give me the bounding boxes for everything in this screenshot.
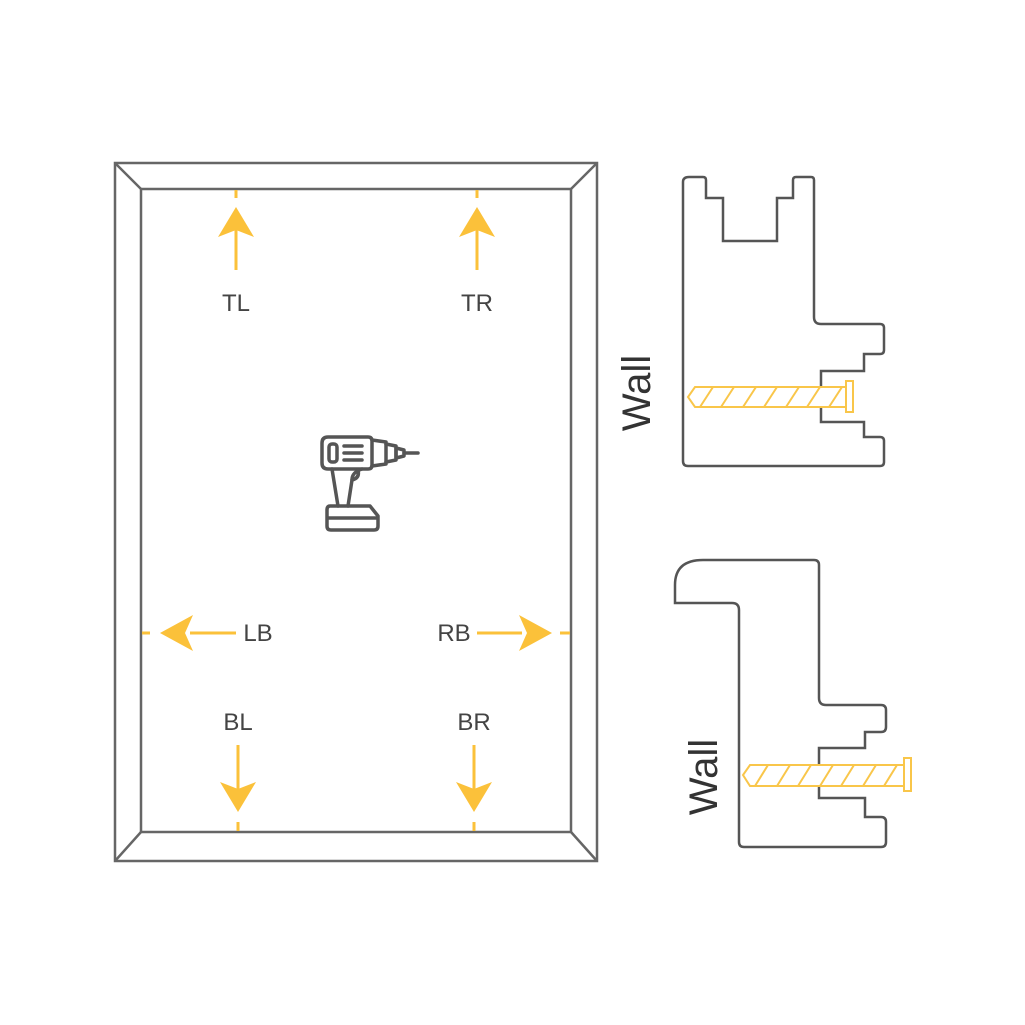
arrow-lb — [142, 615, 236, 651]
arrow-tl — [218, 190, 254, 270]
label-tl: TL — [222, 290, 250, 317]
label-lb: LB — [243, 620, 272, 647]
label-rb: RB — [437, 620, 470, 647]
label-br: BR — [457, 709, 490, 736]
picture-frame — [113, 161, 599, 863]
label-tr: TR — [461, 290, 493, 317]
frame-profile-bottom: Wall — [673, 558, 912, 849]
screw-icon — [686, 380, 854, 413]
arrow-br — [456, 745, 492, 831]
screw-icon — [741, 757, 912, 792]
wall-label-bottom: Wall — [682, 739, 726, 815]
frame-profile-top: Wall — [615, 175, 886, 468]
label-bl: BL — [223, 709, 252, 736]
arrow-bl — [220, 745, 256, 831]
drill-icon — [320, 435, 420, 532]
arrow-rb — [477, 615, 570, 651]
wall-label-top: Wall — [615, 355, 659, 431]
arrow-tr — [459, 190, 495, 270]
